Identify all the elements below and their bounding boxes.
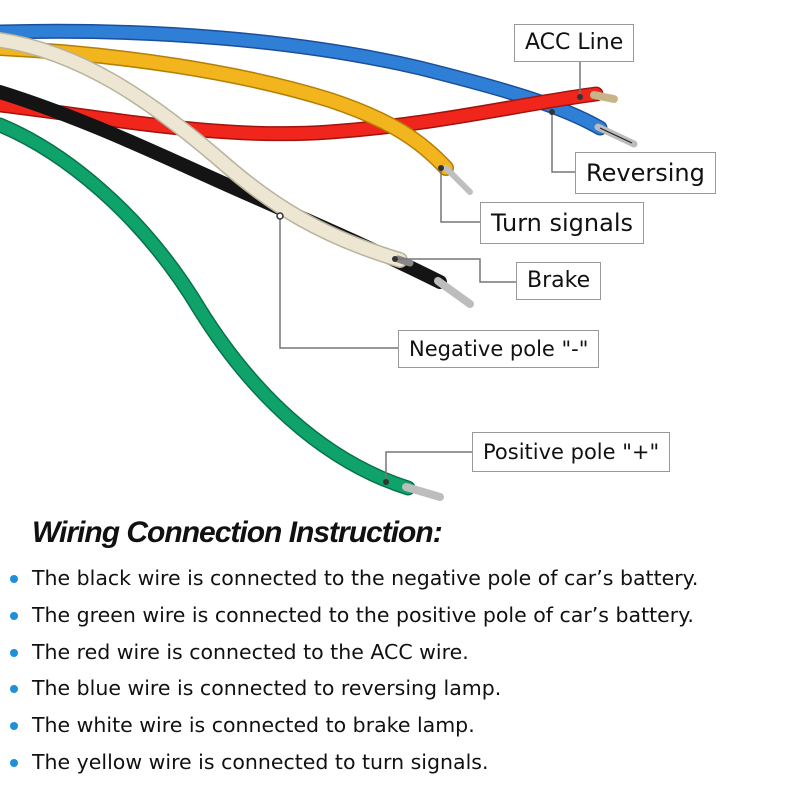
instruction-item: The red wire is connected to the ACC wir… (10, 634, 790, 671)
green-wire (0, 117, 444, 501)
instruction-item: The yellow wire is connected to turn sig… (10, 744, 790, 781)
wiring-diagram (0, 23, 638, 501)
callout-acc-line: ACC Line (514, 24, 635, 62)
leader-negative (279, 216, 398, 349)
instruction-item: The black wire is connected to the negat… (10, 560, 790, 597)
red-wire (0, 86, 618, 142)
leader-lines (276, 60, 583, 485)
leader-brake (395, 258, 518, 283)
bullet-dot (10, 722, 18, 731)
instruction-text: The green wire is connected to the posit… (32, 602, 694, 627)
bullet-dot (10, 758, 18, 767)
bullet-dot (10, 611, 18, 620)
instruction-item: The white wire is connected to brake lam… (10, 707, 790, 744)
instruction-text: The black wire is connected to the negat… (32, 566, 699, 590)
bullet-dot (10, 648, 18, 657)
instruction-text: The red wire is connected to the ACC wir… (32, 639, 469, 664)
instruction-item: The green wire is connected to the posit… (10, 597, 790, 634)
leader-reversing (551, 112, 578, 173)
callout-positive-pole: Positive pole "+" (472, 432, 671, 472)
instruction-text: The yellow wire is connected to turn sig… (32, 749, 489, 774)
bullet-dot (10, 685, 18, 694)
yellow-wire (0, 40, 473, 195)
leader-turn (440, 168, 482, 223)
bullet-dot (10, 575, 18, 583)
callout-reversing: Reversing (575, 152, 716, 194)
leader-positive (385, 451, 472, 482)
callout-brake: Brake (516, 262, 602, 300)
instruction-text: The blue wire is connected to reversing … (32, 676, 502, 701)
instruction-item: The blue wire is connected to reversing … (10, 670, 790, 707)
instructions-title: Wiring Connection Instruction: (32, 516, 443, 549)
callout-negative-pole: Negative pole "-" (398, 330, 600, 368)
instructions-list: The black wire is connected to the negat… (10, 560, 790, 781)
callout-turn-signals: Turn signals (480, 202, 645, 244)
instruction-text: The white wire is connected to brake lam… (32, 713, 475, 738)
